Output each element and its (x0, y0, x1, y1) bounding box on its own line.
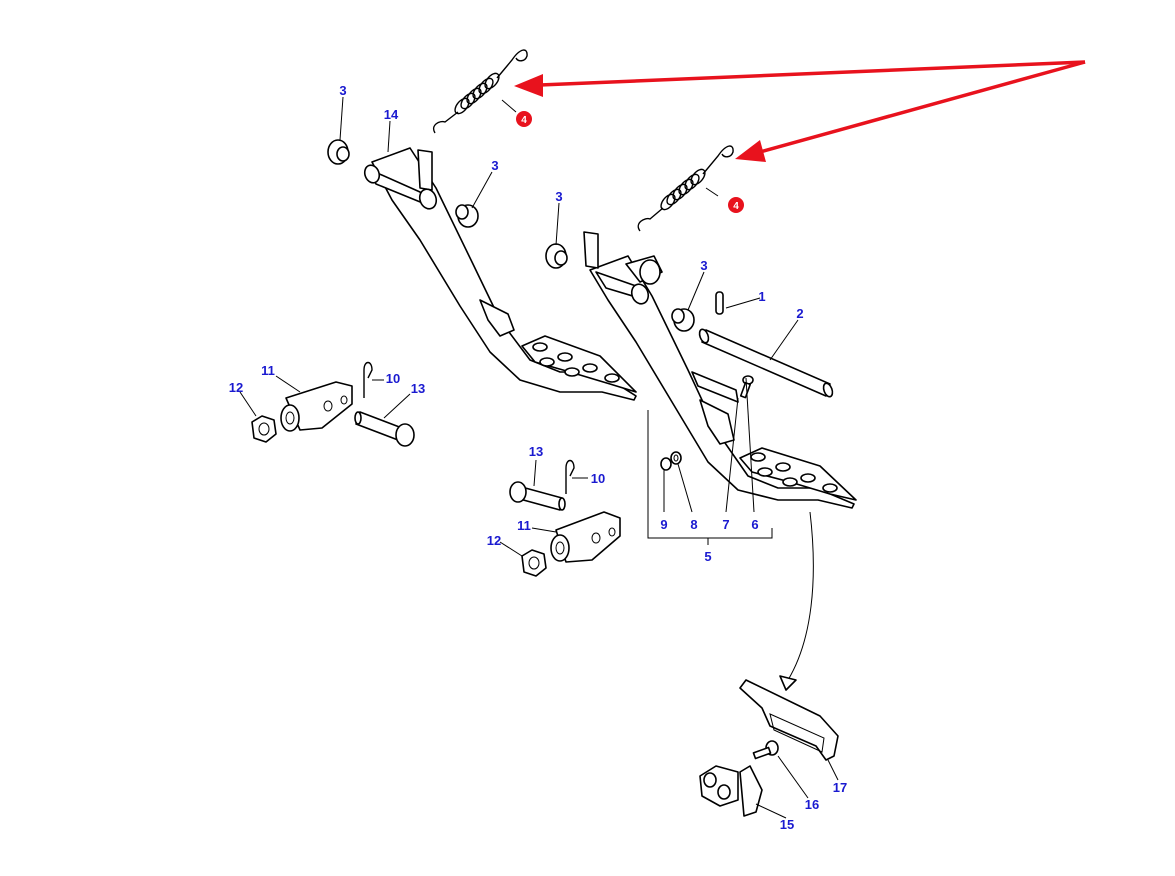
nut-12b (521, 549, 547, 577)
label-12: 12 (487, 533, 501, 548)
washer-8 (670, 451, 682, 465)
clevis-11a (280, 381, 353, 432)
pedal-arm-left (363, 147, 637, 401)
leader-lines (239, 96, 839, 819)
label-8: 8 (690, 517, 697, 532)
clip-15 (699, 765, 763, 817)
roll-pin-1 (715, 291, 724, 315)
cotter-pin-10b (565, 459, 575, 494)
label-4: 4 (733, 201, 739, 212)
bushing-3a (327, 139, 350, 165)
pedal-arm-right (583, 231, 857, 509)
label-3: 3 (339, 83, 346, 98)
badge-4-lower: 4 (728, 197, 744, 213)
label-16: 16 (805, 797, 819, 812)
label-4: 4 (521, 115, 527, 126)
label-13: 13 (411, 381, 425, 396)
label-6: 6 (751, 517, 758, 532)
spring-lower (637, 145, 734, 232)
bushing-3d (671, 308, 695, 332)
label-7: 7 (722, 517, 729, 532)
label-12: 12 (229, 380, 243, 395)
label-15: 15 (780, 817, 794, 832)
pedal-pad-17 (739, 679, 839, 761)
screw-6 (739, 375, 754, 399)
clevis-pin-13b (509, 481, 566, 511)
part-labels: 3 14 3 3 3 1 2 11 10 12 13 13 10 9 8 7 6… (229, 83, 847, 832)
spring-upper (433, 49, 528, 134)
clevis-11b (550, 511, 621, 563)
label-11: 11 (261, 363, 275, 378)
label-10: 10 (591, 471, 605, 486)
label-3: 3 (491, 158, 498, 173)
label-5: 5 (704, 549, 711, 564)
nut-9 (660, 457, 672, 471)
bushing-3b (455, 204, 479, 228)
label-11: 11 (517, 518, 531, 533)
label-1: 1 (758, 289, 765, 304)
clevis-pin-13a (354, 411, 415, 447)
bushing-3c (545, 243, 568, 269)
label-3: 3 (700, 258, 707, 273)
cotter-pin-10a (363, 361, 373, 398)
highlight-arrows (514, 60, 1086, 162)
label-2: 2 (796, 306, 803, 321)
label-17: 17 (833, 780, 847, 795)
label-14: 14 (384, 107, 399, 122)
screw-16 (752, 740, 779, 760)
label-10: 10 (386, 371, 400, 386)
badge-4-upper: 4 (516, 111, 532, 127)
label-13: 13 (529, 444, 543, 459)
shaft-2 (698, 328, 834, 398)
detail-arrow (779, 511, 814, 691)
nut-12a (251, 415, 277, 443)
label-9: 9 (660, 517, 667, 532)
label-3: 3 (555, 189, 562, 204)
